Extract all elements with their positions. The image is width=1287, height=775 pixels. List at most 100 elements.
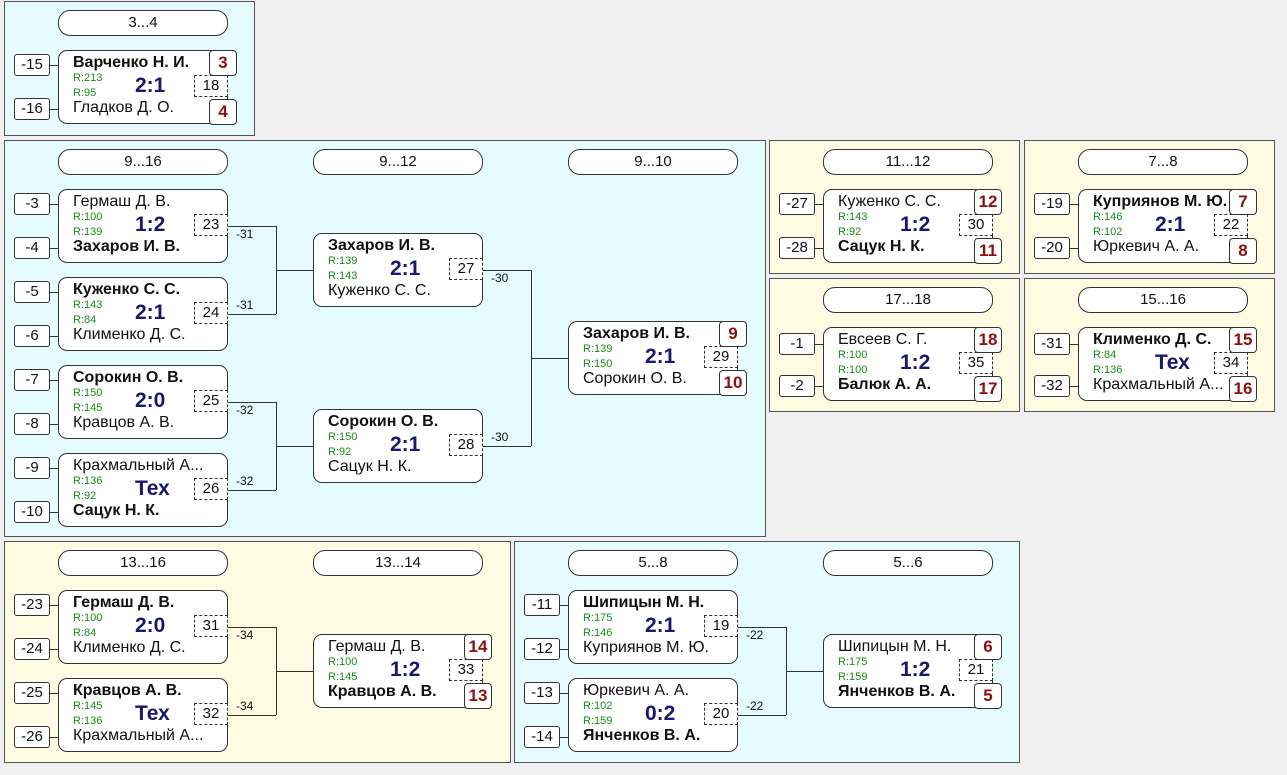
seed-box: -5	[14, 281, 50, 303]
place-badge-bottom: 5	[974, 683, 1002, 709]
seed-box: -13	[524, 682, 560, 704]
player-top-rating: R:175	[583, 612, 613, 624]
player-top-rating: R:100	[73, 612, 103, 624]
match-number: 28	[449, 434, 483, 456]
seed-box: -24	[14, 638, 50, 660]
player-bottom-rating: R:102	[1093, 226, 1123, 238]
player-bottom-name: Сацук Н. К.	[73, 502, 160, 519]
place-badge-bottom: 4	[209, 99, 237, 125]
seed-box: -28	[779, 237, 815, 259]
seed-box: -15	[14, 54, 50, 76]
player-bottom-name: Куприянов М. Ю.	[583, 639, 709, 656]
player-top-rating: R:150	[328, 431, 358, 443]
place-badge-top: 14	[464, 634, 492, 660]
match-number: 22	[1214, 214, 1248, 236]
player-top-rating: R:100	[73, 211, 103, 223]
seed-box: -25	[14, 682, 50, 704]
stage-header: 17...18	[823, 287, 993, 313]
player-bottom-rating: R:159	[838, 671, 868, 683]
match-number: 27	[449, 258, 483, 280]
match-number: 19	[704, 615, 738, 637]
player-top-name: Куженко С. С.	[838, 193, 941, 210]
match-score: 2:1	[135, 74, 166, 97]
player-bottom-rating: R:145	[73, 402, 103, 414]
player-bottom-rating: R:139	[73, 226, 103, 238]
seed-box: -20	[1034, 237, 1070, 259]
match-score: 2:0	[135, 614, 166, 637]
player-top-name: Клименко Д. С.	[1093, 331, 1212, 348]
match-score: 2:0	[135, 389, 166, 412]
match-score: 1:2	[390, 658, 421, 681]
stage-header: 9...12	[313, 149, 483, 175]
player-top-name: Шипицын М. Н.	[583, 594, 705, 611]
loser-link: -22	[746, 628, 764, 642]
player-top-rating: R:136	[73, 475, 103, 487]
seed-box: -10	[14, 501, 50, 523]
player-bottom-name: Сацук Н. К.	[838, 238, 925, 255]
stage-header: 5...6	[823, 550, 993, 576]
seed-box: -6	[14, 325, 50, 347]
seed-box: -19	[1034, 193, 1070, 215]
match-number: 24	[194, 302, 228, 324]
player-top-rating: R:145	[73, 700, 103, 712]
match-number: 29	[704, 346, 738, 368]
player-top-name: Захаров И. В.	[328, 237, 435, 254]
place-badge-bottom: 13	[464, 683, 492, 709]
player-bottom-rating: R:136	[73, 715, 103, 727]
match-number: 35	[959, 352, 993, 374]
player-bottom-rating: R:159	[583, 715, 613, 727]
player-top-rating: R:102	[583, 700, 613, 712]
player-top-name: Гермаш Д. В.	[73, 594, 175, 611]
place-badge-bottom: 17	[974, 376, 1002, 402]
player-top-rating: R:213	[73, 72, 103, 84]
match-number: 18	[194, 75, 228, 97]
loser-link: -30	[491, 271, 509, 285]
player-top-rating: R:84	[1093, 349, 1117, 361]
player-top-rating: R:146	[1093, 211, 1123, 223]
player-top-rating: R:139	[328, 255, 358, 267]
place-badge-bottom: 8	[1229, 238, 1257, 264]
panel-5-8: 5...8 5...6 -11 -12 -13 -14 Шипицын М. Н…	[514, 541, 1020, 763]
stage-header: 3...4	[58, 10, 228, 36]
player-top-rating: R:175	[838, 656, 868, 668]
place-badge-top: 6	[974, 634, 1002, 660]
match-score: 1:2	[900, 351, 931, 374]
match-number: 31	[194, 615, 228, 637]
seed-box: -1	[779, 333, 815, 355]
stage-header: 13...14	[313, 550, 483, 576]
player-top-rating: R:100	[838, 349, 868, 361]
player-top-name: Гермаш Д. В.	[328, 638, 426, 655]
seed-box: -23	[14, 594, 50, 616]
seed-box: -31	[1034, 333, 1070, 355]
player-bottom-rating: R:95	[73, 87, 97, 99]
match-score: 1:2	[900, 658, 931, 681]
player-top-name: Куприянов М. Ю.	[1093, 193, 1228, 210]
player-bottom-name: Янченков В. А.	[583, 727, 701, 744]
player-top-name: Гермаш Д. В.	[73, 193, 171, 210]
match-score: 2:1	[645, 345, 676, 368]
player-top-rating: R:139	[583, 343, 613, 355]
loser-link: -31	[236, 298, 254, 312]
player-bottom-rating: R:92	[73, 490, 97, 502]
match-number: 30	[959, 214, 993, 236]
stage-header: 11...12	[823, 149, 993, 175]
